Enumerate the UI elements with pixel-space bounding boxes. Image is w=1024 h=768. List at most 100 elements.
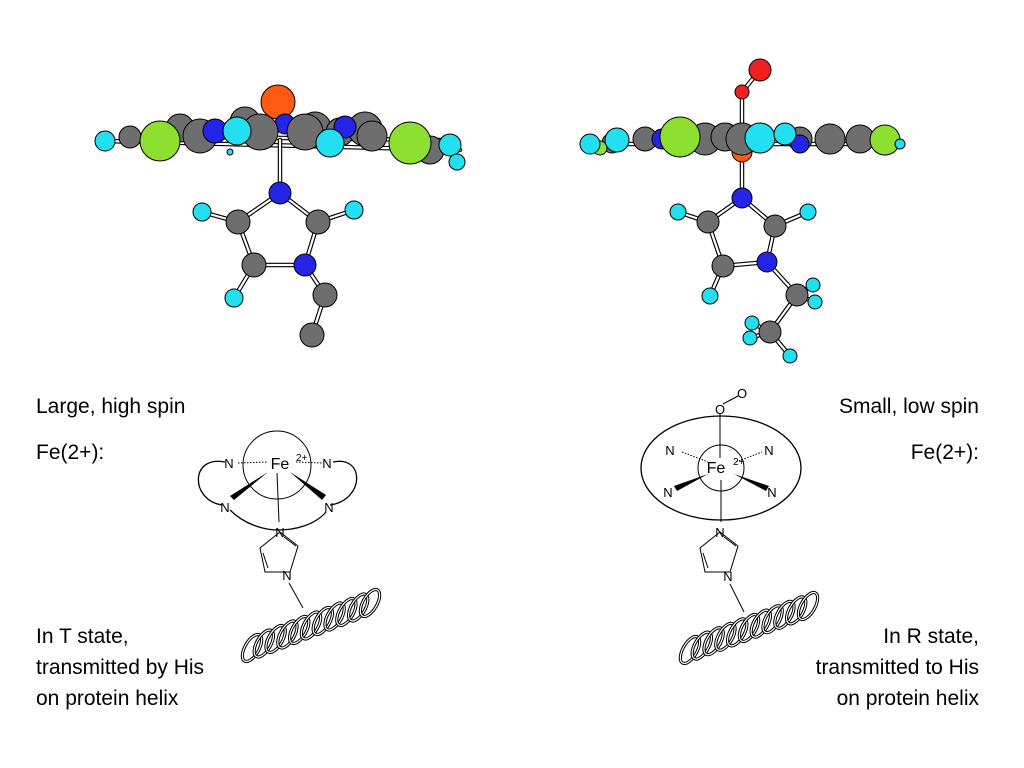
right-heme-model bbox=[579, 58, 906, 364]
carbon-atom bbox=[758, 320, 782, 344]
meso-atom bbox=[388, 121, 432, 165]
hydrogen-atom bbox=[438, 133, 462, 157]
left-porphyrin-arc bbox=[197, 460, 226, 506]
hydrogen-atom bbox=[894, 138, 906, 150]
nitrogen-atom bbox=[756, 251, 778, 273]
meso-atom bbox=[139, 120, 181, 162]
hydrogen-atom bbox=[744, 315, 760, 331]
helix-loop-inner bbox=[797, 591, 819, 621]
carbon-atom bbox=[814, 123, 846, 155]
hydrogen-atom bbox=[669, 203, 687, 221]
hydrogen-atom bbox=[744, 122, 776, 154]
left-ion-label: Fe(2+): bbox=[36, 441, 105, 464]
meso-atom bbox=[869, 124, 901, 156]
left-state-line-2: transmitted by His bbox=[36, 656, 205, 679]
hydrogen-atom bbox=[805, 277, 821, 293]
hydrogen-atom bbox=[224, 288, 244, 308]
oxygen-atom bbox=[748, 58, 772, 82]
right-oo-bond bbox=[722, 395, 739, 405]
hydrogen-atom bbox=[94, 130, 116, 152]
right-n-label: N bbox=[723, 569, 732, 584]
right-wedge-bond bbox=[674, 474, 708, 491]
left-imidazole-double-bond bbox=[283, 536, 297, 547]
left-imidazole-ring bbox=[259, 531, 299, 573]
right-state-line-2: transmitted to His bbox=[815, 656, 979, 679]
right-fe-charge-label: 2+ bbox=[733, 457, 745, 468]
left-fe-n-bond bbox=[276, 472, 280, 523]
carbon-atom bbox=[696, 210, 720, 234]
left-imidazole-double-bond bbox=[262, 552, 269, 569]
right-state-line-3: on protein helix bbox=[836, 687, 979, 710]
left-n-label: N bbox=[220, 500, 229, 515]
left-n-label: N bbox=[324, 500, 333, 515]
right-o-label: O bbox=[715, 402, 725, 417]
hydrogen-atom bbox=[807, 294, 823, 310]
meso-atom bbox=[659, 116, 701, 158]
carbon-atom bbox=[299, 322, 325, 348]
right-n-label: N bbox=[715, 525, 724, 540]
right-imidazole-ring bbox=[699, 531, 739, 573]
hydrogen-atom bbox=[315, 128, 345, 158]
hydrogen-atom bbox=[192, 202, 212, 222]
left-hashed-bond bbox=[237, 461, 269, 464]
nitrogen-atom bbox=[790, 134, 810, 154]
hydrogen-atom bbox=[799, 203, 817, 221]
hydrogen-atom bbox=[742, 330, 758, 346]
left-his-linker bbox=[288, 582, 304, 609]
right-imidazole-double-bond bbox=[702, 552, 709, 569]
left-fe-charge-label: 2+ bbox=[296, 453, 308, 464]
right-n-label: N bbox=[764, 443, 773, 458]
nitrogen-atom bbox=[731, 187, 753, 209]
carbon-atom bbox=[225, 209, 251, 235]
left-fe-radius-circle bbox=[242, 430, 312, 500]
carbon-atom bbox=[711, 254, 735, 278]
hydrogen-atom bbox=[782, 348, 798, 364]
helix-loop-inner bbox=[359, 588, 381, 618]
nitrogen-atom bbox=[293, 253, 317, 277]
right-n-label: N bbox=[663, 485, 672, 500]
carbon-atom bbox=[785, 283, 809, 307]
left-state-line-1: In T state, bbox=[36, 625, 129, 648]
right-protein-helix bbox=[678, 590, 820, 666]
right-o-label: O bbox=[737, 386, 747, 401]
left-porphyrin-arc bbox=[329, 460, 358, 506]
carbon-atom bbox=[763, 214, 787, 238]
hydrogen-atom bbox=[701, 287, 719, 305]
left-n-label: N bbox=[322, 456, 331, 471]
left-protein-helix bbox=[240, 587, 382, 664]
iron-atom bbox=[260, 84, 296, 120]
left-porphyrin-arc bbox=[229, 509, 327, 531]
nitrogen-atom bbox=[268, 181, 292, 205]
oxygen-atom bbox=[734, 84, 750, 100]
right-spin-label: Small, low spin bbox=[838, 395, 979, 418]
carbon-atom bbox=[241, 252, 267, 278]
hydrogen-atom bbox=[579, 133, 601, 155]
hydrogen-atom bbox=[222, 116, 252, 146]
left-fe-label: Fe bbox=[271, 456, 290, 473]
hydrogen-atom bbox=[448, 153, 466, 171]
hydrogen-atom bbox=[773, 122, 797, 146]
hydrogen-atom bbox=[344, 200, 364, 220]
left-state-line-3: on protein helix bbox=[36, 687, 179, 710]
left-hashed-bond bbox=[295, 461, 323, 464]
carbon-atom bbox=[305, 209, 331, 235]
left-wedge-bond bbox=[230, 472, 268, 500]
left-n-label: N bbox=[282, 568, 291, 583]
right-n-label: N bbox=[665, 443, 674, 458]
left-heme-model bbox=[94, 84, 466, 348]
carbon-atom bbox=[118, 125, 142, 149]
carbon-atom bbox=[312, 282, 338, 308]
hydrogen-atom bbox=[604, 127, 630, 153]
right-hashed-bond bbox=[681, 451, 709, 463]
left-spin-label: Large, high spin bbox=[36, 395, 186, 418]
right-heme-schematic: OO N N N N Fe 2+ N N bbox=[640, 386, 802, 613]
right-fe-label: Fe bbox=[707, 460, 726, 477]
hydrogen-atom bbox=[226, 148, 234, 156]
right-ion-label: Fe(2+): bbox=[910, 441, 979, 464]
left-n-label: N bbox=[275, 525, 284, 540]
right-n-label: N bbox=[767, 485, 776, 500]
right-his-linker bbox=[729, 583, 745, 613]
